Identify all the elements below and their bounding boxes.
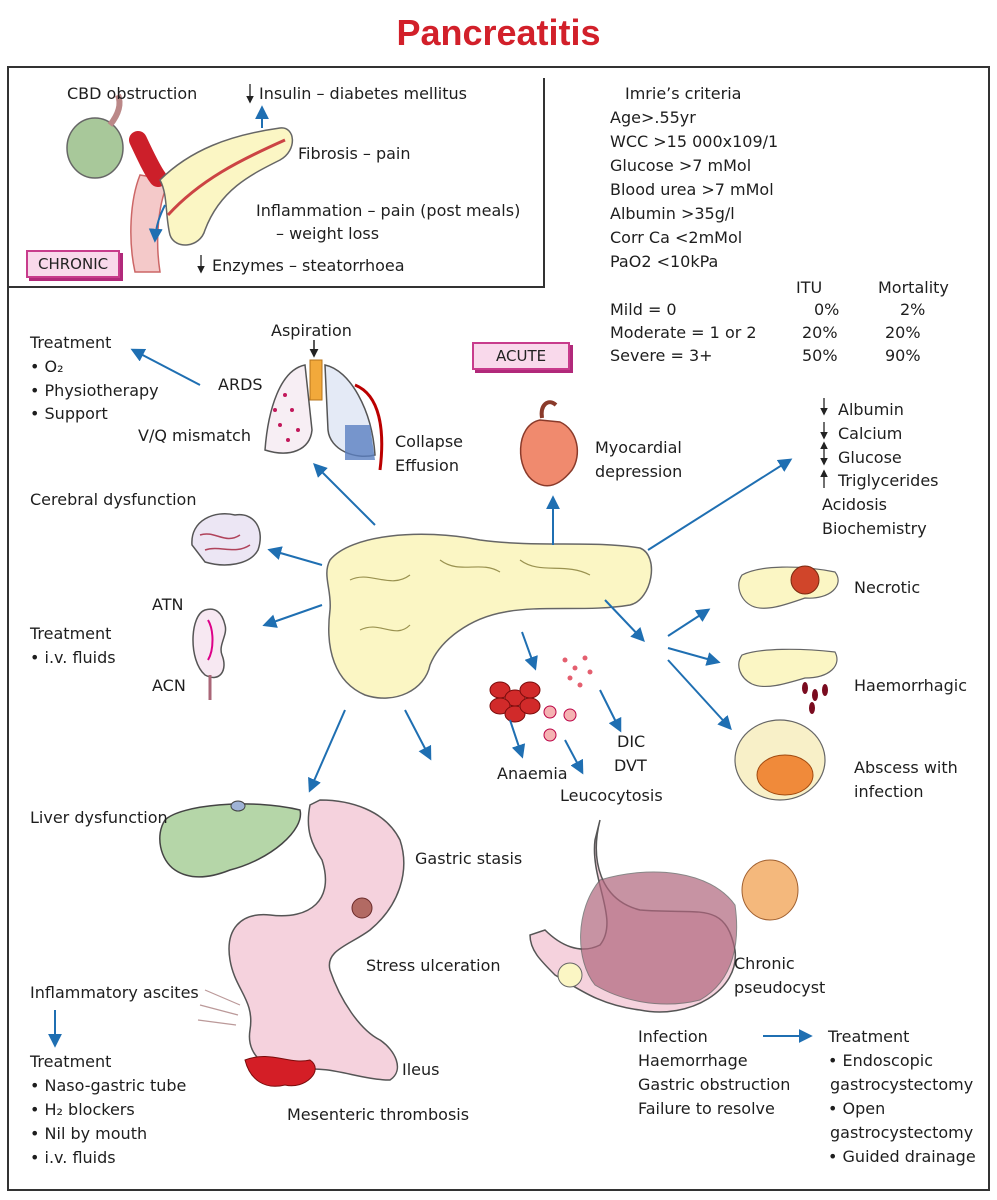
inflammation-label: Inflammation – pain (post meals)	[256, 201, 521, 220]
stomach-bowel-illustration	[197, 799, 405, 1087]
pseudocyst-treatment-item: • Guided drainage	[828, 1147, 976, 1166]
enzymes-label: Enzymes – steatorrhoea	[212, 256, 405, 275]
pseudocyst-treatment-item: gastrocystectomy	[830, 1075, 974, 1094]
imrie-criterion: PaO2 <10kPa	[610, 252, 719, 271]
itu-column-header: ITU	[796, 278, 823, 297]
complication-item: Failure to resolve	[638, 1099, 775, 1118]
kidney-illustration	[192, 608, 227, 700]
biochemistry-label: Biochemistry	[822, 519, 927, 538]
acn-label: ACN	[152, 676, 186, 695]
pseudocyst-treatment-item: • Open	[828, 1099, 886, 1118]
weight-loss-label: – weight loss	[276, 224, 380, 243]
mortality-column-header: Mortality	[878, 278, 949, 297]
resp-treatment-item: • Support	[30, 404, 108, 423]
chronic-panel	[7, 78, 545, 288]
cbd-obstruction-label: CBD obstruction	[67, 84, 198, 103]
ascites-treatment-item: • i.v. fluids	[30, 1148, 116, 1167]
lungs-illustration	[264, 340, 384, 471]
stress-ulceration-label: Stress ulceration	[366, 956, 501, 975]
liver-dysfunction-label: Liver dysfunction	[30, 808, 168, 827]
collapse-label: Collapse	[395, 432, 463, 451]
necrotic-pancreas-illustration	[738, 565, 839, 609]
gastric-stasis-label: Gastric stasis	[415, 849, 523, 868]
acute-pancreas-illustration	[326, 533, 653, 699]
ascites-treatment-heading: Treatment	[30, 1052, 112, 1071]
imrie-criterion: Age>.55yr	[610, 108, 696, 127]
resp-treatment-heading: Treatment	[30, 333, 112, 352]
complication-item: Gastric obstruction	[638, 1075, 791, 1094]
flow-arrows	[48, 348, 813, 1048]
severity-row-itu: 20%	[802, 323, 838, 342]
acidosis-label: Acidosis	[822, 495, 887, 514]
severity-row-label: Mild = 0	[610, 300, 677, 319]
imrie-criterion: Corr Ca <2mMol	[610, 228, 743, 247]
infection-label: infection	[854, 782, 924, 801]
leucocytosis-label: Leucocytosis	[560, 786, 663, 805]
imrie-criterion: WCC >15 000x109/1	[610, 132, 779, 151]
brain-illustration	[191, 513, 261, 566]
aspiration-label: Aspiration	[271, 321, 352, 340]
severity-row-itu: 0%	[814, 300, 840, 319]
diagram-frame	[7, 66, 990, 1191]
resp-treatment-item: • O₂	[30, 357, 64, 376]
change-indicators	[197, 84, 828, 488]
renal-treatment-item: • i.v. fluids	[30, 648, 116, 667]
pseudocyst-label: pseudocyst	[734, 978, 826, 997]
vq-mismatch-label: V/Q mismatch	[138, 426, 251, 445]
necrotic-label: Necrotic	[854, 578, 921, 597]
calcium-label: Calcium	[838, 424, 903, 443]
heart-illustration	[519, 400, 579, 487]
imrie-criterion: Blood urea >7 mMol	[610, 180, 774, 199]
complication-item: Haemorrhage	[638, 1051, 748, 1070]
chronic-pseudocyst-label: Chronic	[734, 954, 795, 973]
triglycerides-label: Triglycerides	[838, 471, 939, 490]
complication-item: Infection	[638, 1027, 708, 1046]
imrie-heading: Imrie’s criteria	[625, 84, 742, 103]
liver-illustration	[159, 800, 302, 878]
pseudocyst-illustration	[529, 819, 799, 1013]
imrie-criterion: Glucose >7 mMol	[610, 156, 752, 175]
ascites-treatment-item: • Nil by mouth	[30, 1124, 148, 1143]
insulin-label: Insulin – diabetes mellitus	[259, 84, 467, 103]
anaemia-label: Anaemia	[497, 764, 568, 783]
pseudocyst-treatment-heading: Treatment	[828, 1027, 910, 1046]
resp-treatment-item: • Physiotherapy	[30, 381, 159, 400]
abscess-pancreas-illustration	[734, 719, 826, 801]
renal-treatment-heading: Treatment	[30, 624, 112, 643]
severity-row-label: Moderate = 1 or 2	[610, 323, 757, 342]
blood-cells-illustration	[489, 655, 593, 742]
severity-row-itu: 50%	[802, 346, 838, 365]
severity-row-label: Severe = 3+	[610, 346, 713, 365]
albumin-label: Albumin	[838, 400, 904, 419]
pseudocyst-treatment-item: • Endoscopic	[828, 1051, 934, 1070]
chronic-pancreas-illustration	[66, 93, 294, 273]
ascites-treatment-item: • Naso-gastric tube	[30, 1076, 187, 1095]
ascites-treatment-item: • H₂ blockers	[30, 1100, 135, 1119]
severity-row-mortality: 20%	[885, 323, 921, 342]
haemorrhagic-label: Haemorrhagic	[854, 676, 967, 695]
myocardial-label: Myocardial	[595, 438, 682, 457]
cerebral-dysfunction-label: Cerebral dysfunction	[30, 490, 197, 509]
dvt-label: DVT	[614, 756, 647, 775]
severity-row-mortality: 2%	[900, 300, 926, 319]
imrie-criterion: Albumin >35g/l	[610, 204, 735, 223]
myocardial-depression-label: depression	[595, 462, 683, 481]
abscess-label: Abscess with	[854, 758, 958, 777]
acute-tag: ACUTE	[472, 342, 571, 370]
fibrosis-label: Fibrosis – pain	[298, 144, 411, 163]
glucose-label: Glucose	[838, 448, 902, 467]
chronic-tag: CHRONIC	[26, 250, 121, 278]
mesenteric-thrombosis-label: Mesenteric thrombosis	[287, 1105, 470, 1124]
pseudocyst-treatment-item: gastrocystectomy	[830, 1123, 974, 1142]
atn-label: ATN	[152, 595, 184, 614]
severity-row-mortality: 90%	[885, 346, 921, 365]
inflammatory-ascites-label: Inflammatory ascites	[30, 983, 199, 1002]
ards-label: ARDS	[218, 375, 263, 394]
ileus-label: Ileus	[402, 1060, 440, 1079]
haemorrhagic-pancreas-illustration	[738, 648, 838, 714]
page-title: Pancreatitis	[396, 12, 601, 53]
dic-label: DIC	[617, 732, 646, 751]
effusion-label: Effusion	[395, 456, 459, 475]
